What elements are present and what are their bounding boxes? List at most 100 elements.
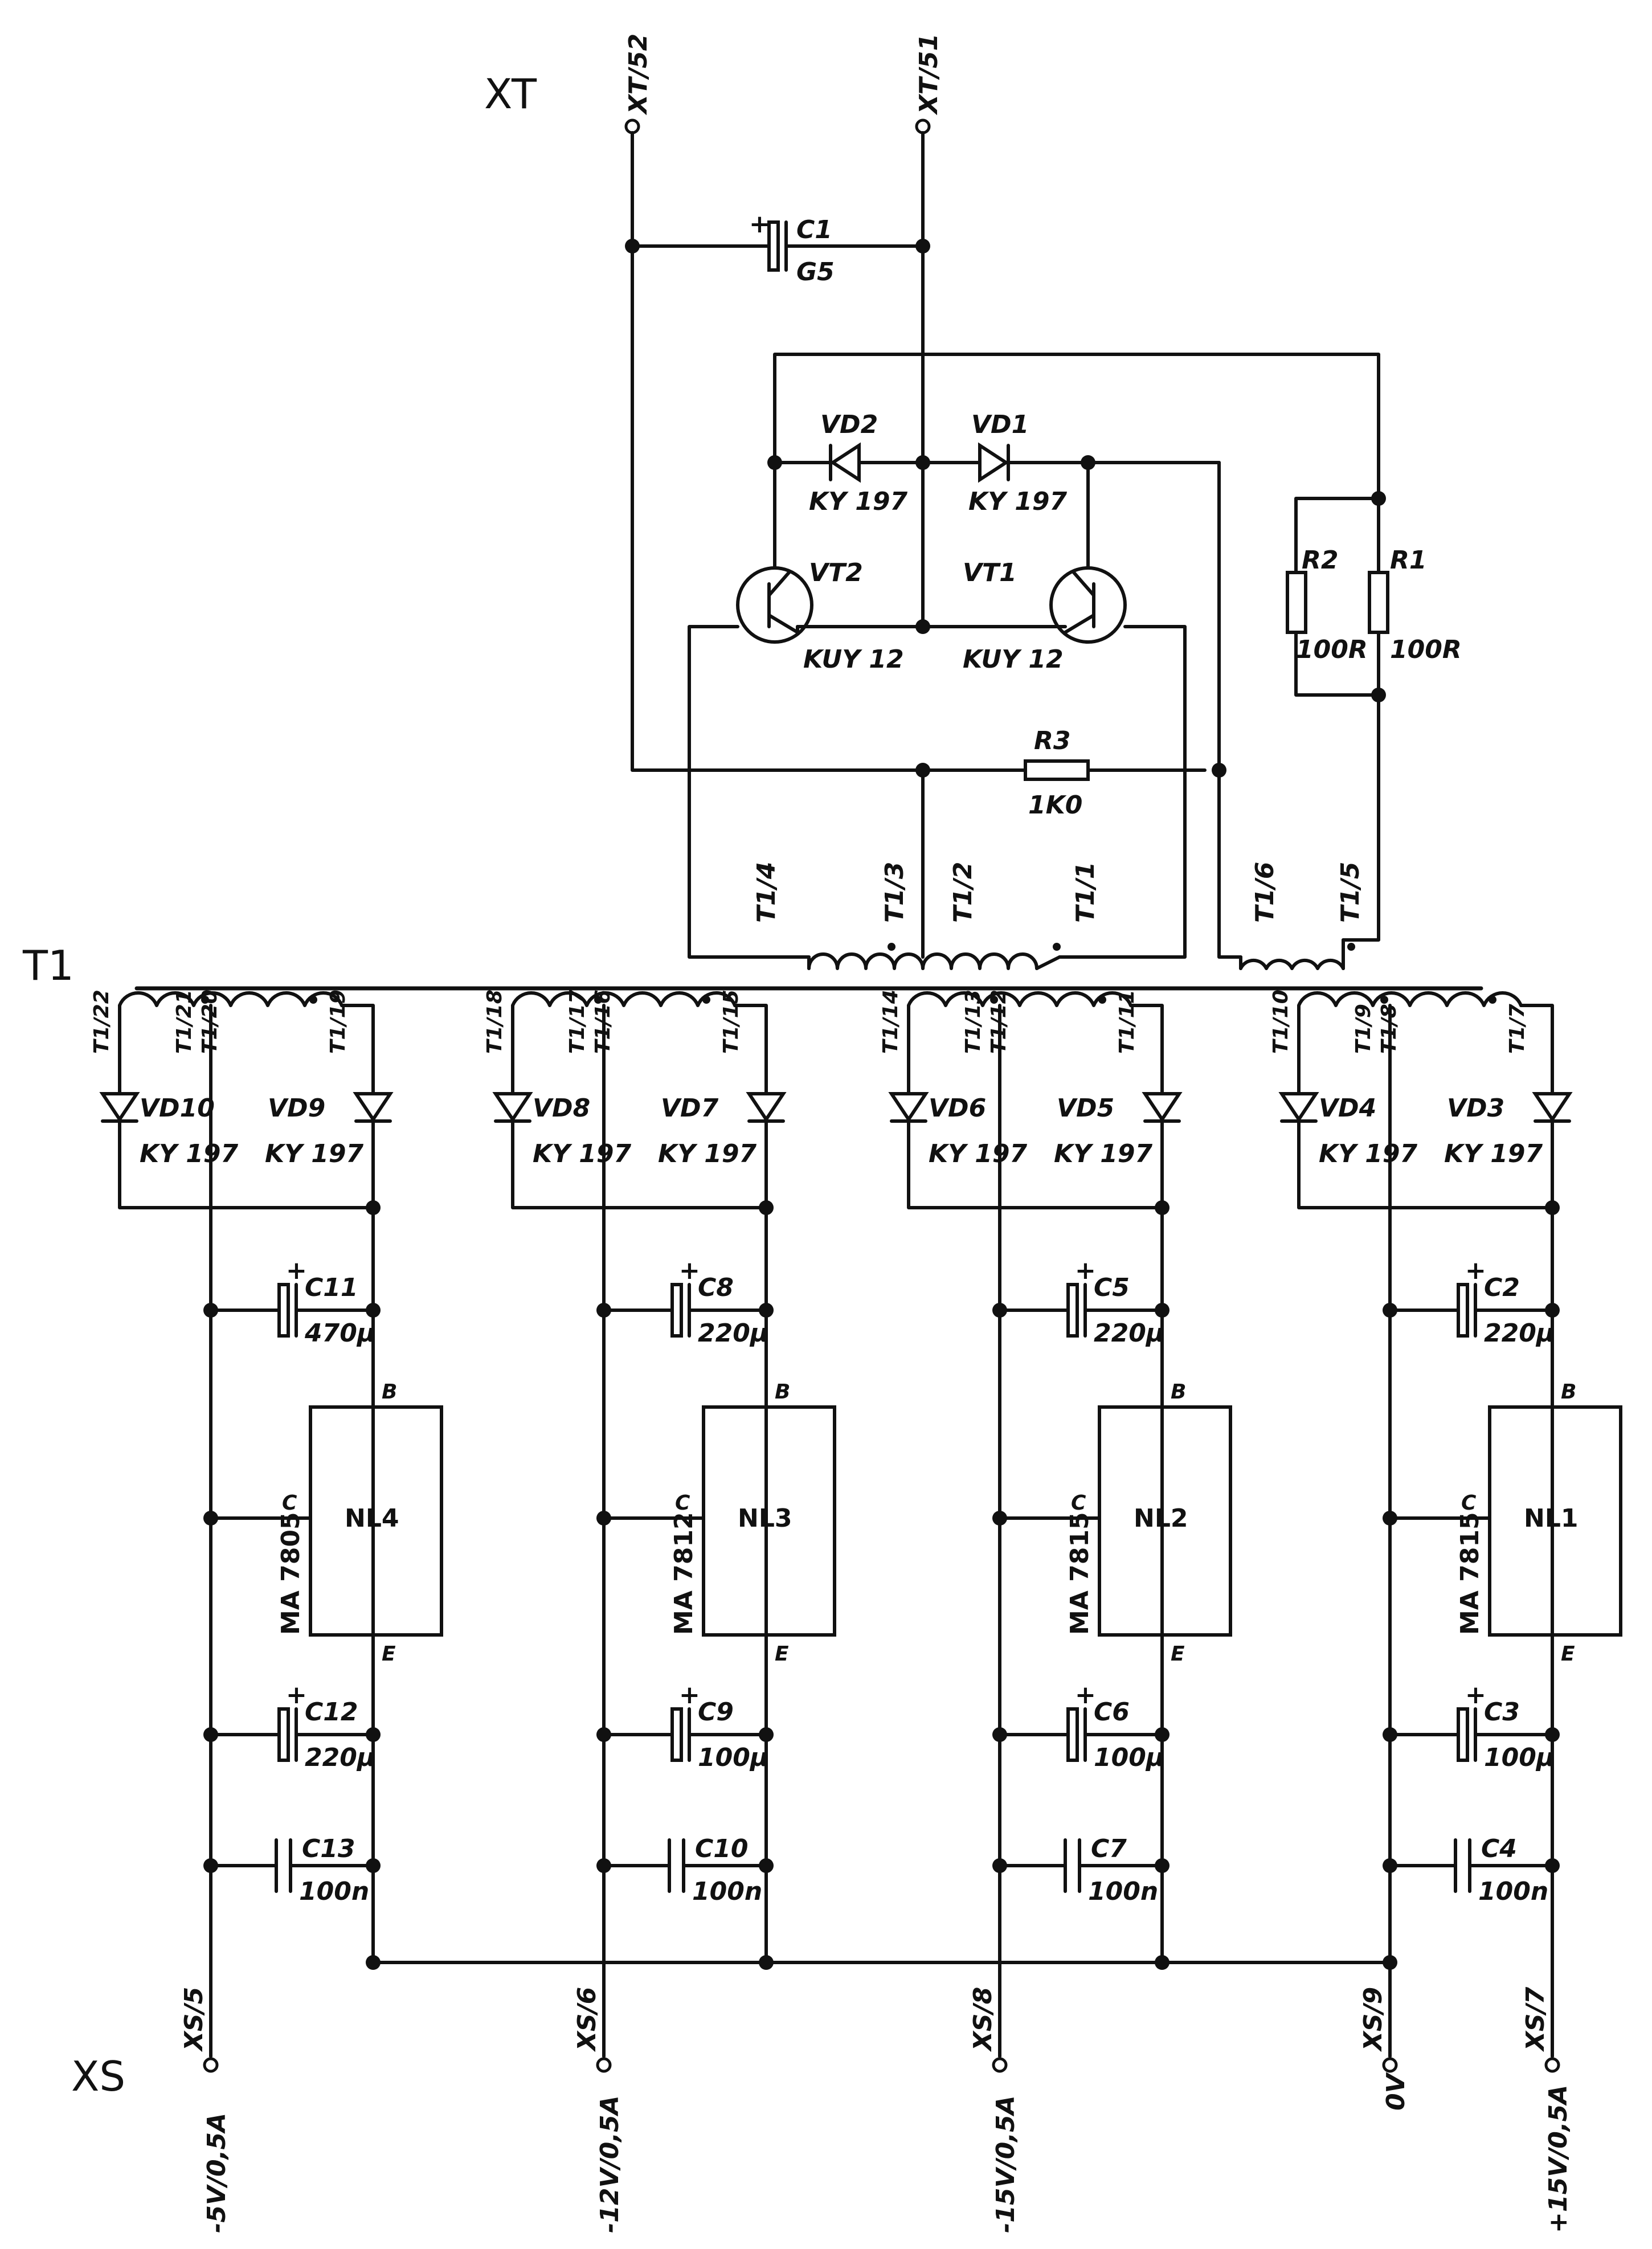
regulator-pin-b: B — [775, 1380, 790, 1404]
output-pin-label: XS/6 — [573, 1987, 602, 2052]
diode-name: VD6 — [929, 1094, 986, 1123]
diode-type: KY 197 — [1319, 1139, 1418, 1168]
xt52-rail-wire — [631, 131, 1207, 772]
common-voltage-label: 0V — [1381, 2072, 1410, 2111]
plus-sign: + — [1465, 1680, 1486, 1710]
capacitor-value: 220μ — [1484, 1319, 1555, 1348]
winding-pin: T1/21 — [173, 989, 196, 1054]
capacitor-name: C12 — [305, 1698, 358, 1727]
regulator-name: NL1 — [1524, 1504, 1578, 1533]
winding-pin: T1/7 — [1506, 1004, 1529, 1054]
junction-dot — [203, 1511, 218, 1526]
capacitor-value: 220μ — [1094, 1319, 1164, 1348]
regulator-type: MA 7815 — [1065, 1512, 1094, 1635]
regulator-pin-c: C — [1461, 1491, 1477, 1515]
plus-sign: + — [286, 1256, 307, 1285]
vt2-transistor: VT2 KUY 12 — [736, 463, 904, 674]
junction-dot — [596, 1511, 611, 1526]
vt2-base-wire — [688, 625, 811, 959]
capacitor-name: C5 — [1094, 1273, 1130, 1302]
regulator-pin-b: B — [1561, 1380, 1576, 1404]
vd1-type: KY 197 — [968, 487, 1068, 516]
filter-capacitor: C4 100n — [1388, 1834, 1554, 1906]
t1-transformer-label: T1 — [22, 942, 74, 989]
capacitor-name: C10 — [695, 1834, 749, 1863]
vd2-type: KY 197 — [809, 487, 908, 516]
output-voltage-label: -12V/0,5A — [595, 2095, 624, 2233]
junction-dot — [1383, 1511, 1397, 1526]
regulator-pin-b: B — [1171, 1380, 1186, 1404]
winding-pin: T1/19 — [326, 989, 350, 1054]
r1-resistor: R1 100R — [1368, 546, 1462, 664]
winding-pin: T1/13 — [962, 989, 985, 1054]
primary-pin: T1/3 — [880, 862, 909, 923]
capacitor-value: 100n — [1088, 1877, 1158, 1906]
plus-sign: + — [1075, 1680, 1096, 1710]
r3-right-wire — [1217, 461, 1242, 959]
output-voltage-label: -5V/0,5A — [202, 2113, 231, 2233]
primary-windings — [807, 938, 1355, 970]
primary-pin: T1/6 — [1250, 862, 1279, 923]
output-terminal: XS/5-5V/0,5A — [179, 1987, 231, 2233]
winding-pin: T1/14 — [879, 989, 902, 1054]
junction-dot — [1155, 1200, 1170, 1215]
xs-connector-label: XS — [71, 2052, 125, 2100]
output-pin-label: XS/8 — [968, 1987, 997, 2052]
junction-dot — [759, 1200, 774, 1215]
regulator-pin-c: C — [282, 1491, 297, 1515]
winding-pin: T1/9 — [1352, 1004, 1375, 1054]
regulator-pin-e: E — [1171, 1642, 1185, 1666]
output-terminal: XS/6 -12V/0,5A — [573, 1987, 624, 2233]
diode-type: KY 197 — [929, 1139, 1028, 1168]
junction-dot — [992, 1727, 1007, 1742]
junction-dot — [1383, 1727, 1397, 1742]
plus-sign: + — [286, 1680, 307, 1710]
primary-pin: T1/4 — [752, 862, 781, 923]
input-capacitor: +C5 220μ — [998, 1256, 1164, 1348]
junction-dot — [1383, 1303, 1397, 1318]
vt2-type: KUY 12 — [803, 645, 904, 674]
diode-name: VD9 — [268, 1094, 325, 1123]
capacitor-name: C2 — [1484, 1273, 1520, 1302]
regulator-pin-b: B — [382, 1380, 397, 1404]
plus-sign: + — [1075, 1256, 1096, 1285]
vd1-name: VD1 — [971, 410, 1029, 439]
junction-dot — [992, 1858, 1007, 1873]
capacitor-name: C13 — [302, 1834, 355, 1863]
junction-dot — [366, 1200, 381, 1215]
primary-pin: T1/1 — [1071, 862, 1100, 923]
r2-value: 100R — [1296, 635, 1368, 664]
xt51-label: XT/51 — [914, 34, 943, 116]
input-capacitor: +C2 220μ — [1388, 1256, 1555, 1348]
plus-sign: + — [1465, 1256, 1486, 1285]
regulator-type: MA 7812 — [669, 1512, 698, 1635]
c1-name: C1 — [796, 215, 832, 244]
capacitor-name: C11 — [305, 1273, 358, 1302]
vd2-name: VD2 — [820, 410, 878, 439]
capacitor-value: 100μ — [1484, 1743, 1555, 1772]
r3-resistor: R3 1K0 — [1024, 726, 1090, 820]
capacitor-value: 100n — [1478, 1877, 1548, 1906]
vt1-type: KUY 12 — [963, 645, 1064, 674]
capacitor-name: C4 — [1481, 1834, 1517, 1863]
r1-value: 100R — [1390, 635, 1462, 664]
xt51-terminal: XT/51 — [914, 34, 943, 134]
output-voltage-label: -15V/0,5A — [991, 2095, 1020, 2233]
capacitor-value: 220μ — [305, 1743, 375, 1772]
output-terminal: XS/8 -15V/0,5A — [968, 1987, 1020, 2233]
capacitor-name: C9 — [698, 1698, 734, 1727]
winding-pin: T1/18 — [483, 989, 506, 1054]
